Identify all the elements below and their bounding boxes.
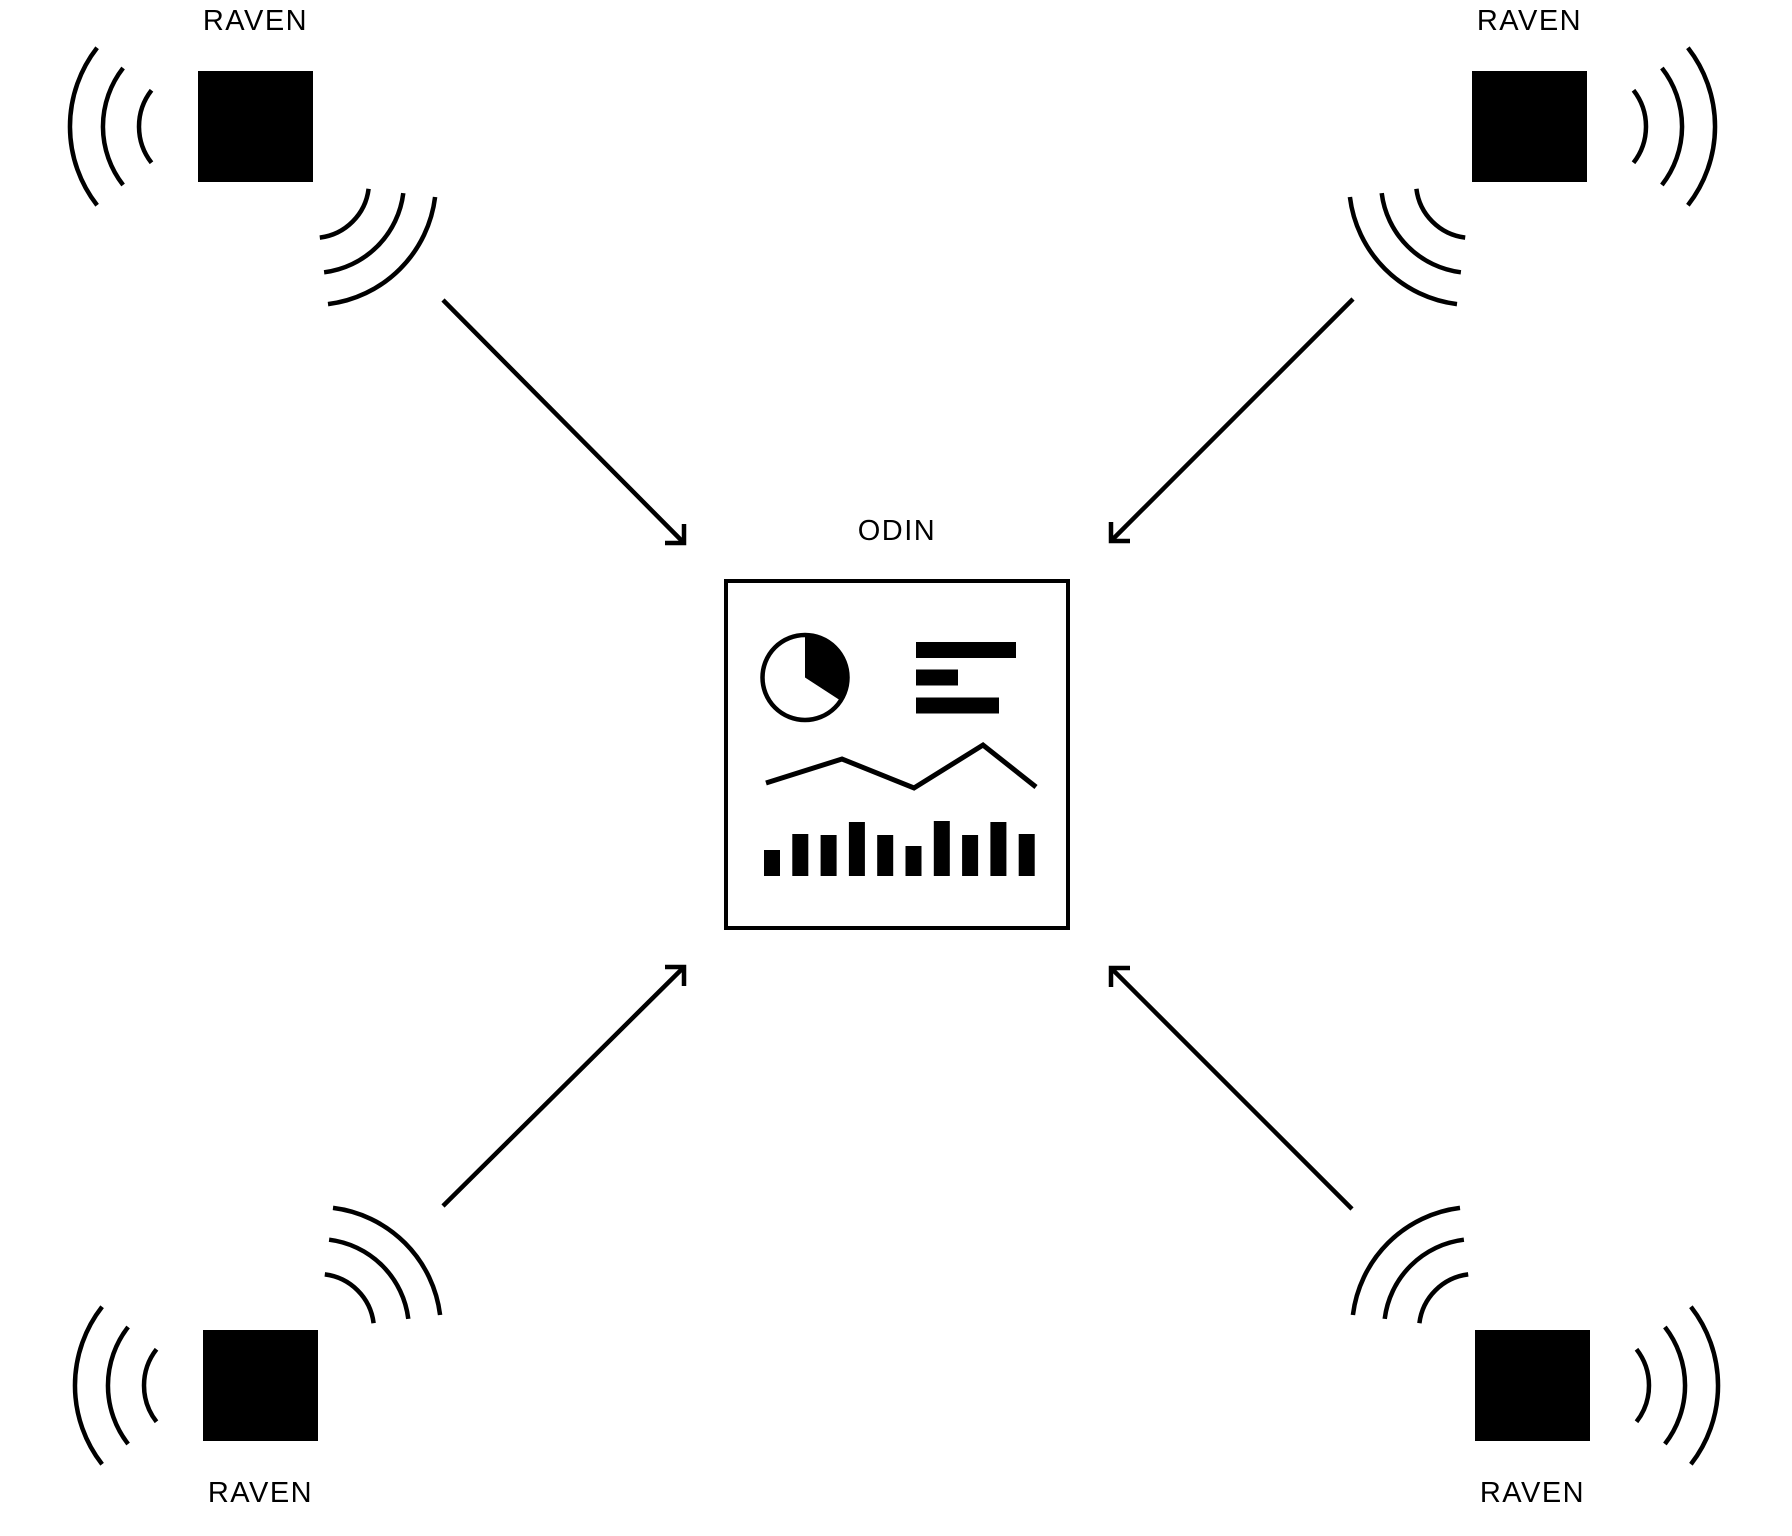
signal-waves-outer-icon — [1631, 46, 1718, 207]
connector-arrow-top-right — [1108, 297, 1355, 544]
bar-chart-icon — [764, 821, 1035, 876]
signal-waves-outer-icon — [1634, 1305, 1721, 1466]
signal-waves-outer-icon — [72, 1305, 159, 1466]
line-chart-icon — [765, 741, 1038, 791]
raven-device-square — [198, 71, 313, 182]
raven-node-top-left: RAVEN — [67, 5, 438, 307]
raven-device-square — [203, 1330, 318, 1441]
raven-node-top-right: RAVEN — [1347, 5, 1718, 307]
raven-device-square — [1472, 71, 1587, 182]
raven-label: RAVEN — [1477, 5, 1582, 37]
connector-arrow-bottom-left — [441, 964, 687, 1208]
raven-node-bottom-left: RAVEN — [72, 1205, 443, 1509]
raven-label: RAVEN — [208, 1477, 313, 1509]
raven-label: RAVEN — [203, 5, 308, 37]
dashboard-icon — [760, 632, 1038, 876]
raven-device-square — [1475, 1330, 1590, 1441]
raven-label: RAVEN — [1480, 1477, 1585, 1509]
signal-waves-inner-icon — [1350, 1205, 1469, 1324]
raven-node-bottom-right: RAVEN — [1350, 1205, 1721, 1509]
odin-node: ODIN — [724, 515, 1070, 930]
bar-list-icon — [916, 642, 1016, 714]
connector-arrow-bottom-right — [1108, 965, 1354, 1211]
pie-chart-icon — [760, 632, 850, 723]
odin-label: ODIN — [858, 515, 937, 547]
signal-waves-outer-icon — [67, 46, 154, 207]
signal-waves-inner-icon — [324, 1205, 443, 1324]
connector-arrow-top-left — [441, 298, 687, 546]
signal-waves-inner-icon — [319, 188, 438, 307]
signal-waves-inner-icon — [1347, 188, 1466, 307]
